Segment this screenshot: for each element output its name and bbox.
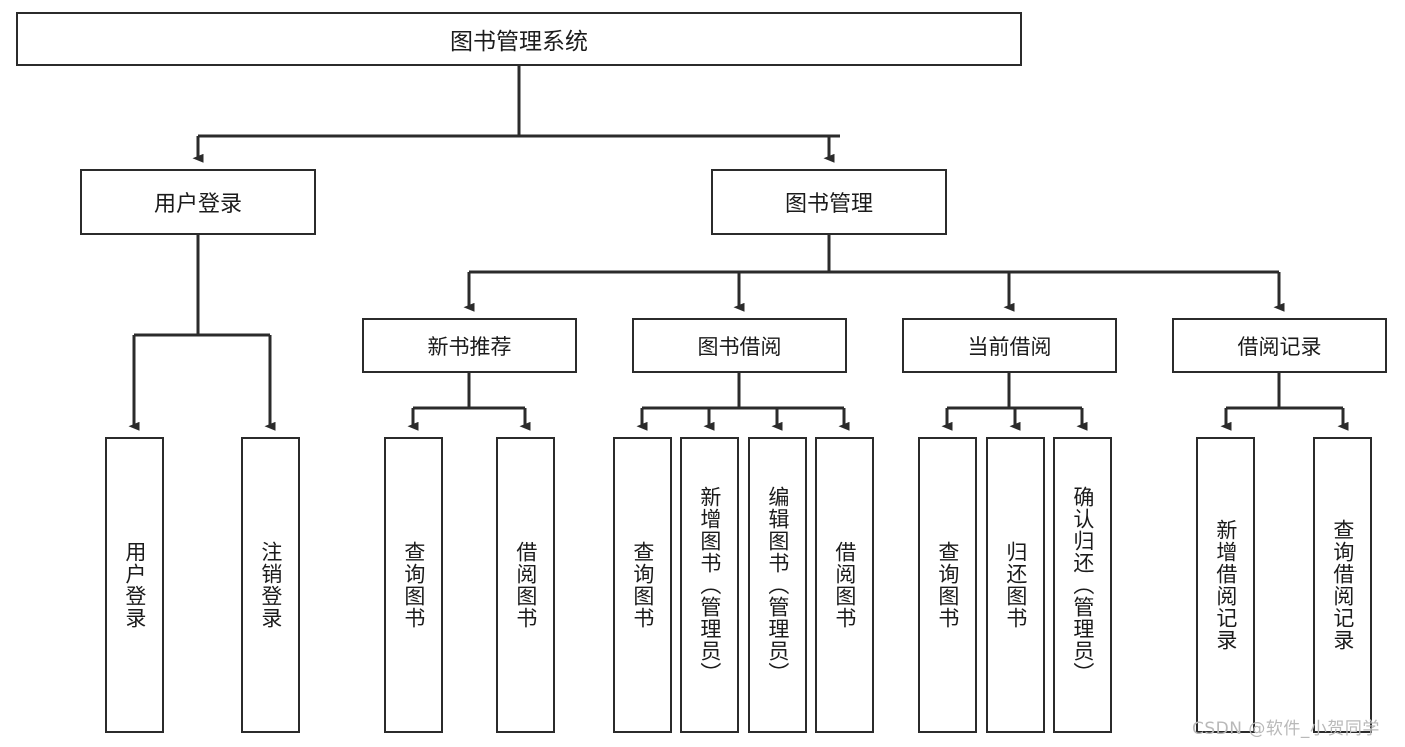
leaf-record-add-record[interactable]: 新增借阅记录 bbox=[1196, 437, 1255, 733]
leaf-label: 新增借阅记录 bbox=[1213, 519, 1238, 651]
node-current-borrow[interactable]: 当前借阅 bbox=[902, 318, 1117, 373]
leaf-borrow-edit-book-admin[interactable]: 编辑图书（管理员） bbox=[748, 437, 807, 733]
node-label: 图书借阅 bbox=[697, 334, 782, 359]
node-book-borrow[interactable]: 图书借阅 bbox=[632, 318, 847, 373]
node-label: 图书管理 bbox=[784, 192, 873, 217]
leaf-current-confirm-return-admin[interactable]: 确认归还（管理员） bbox=[1053, 437, 1112, 733]
leaf-label: 借阅图书 bbox=[832, 541, 857, 629]
leaf-current-query-book[interactable]: 查询图书 bbox=[918, 437, 977, 733]
leaf-user-login-logout[interactable]: 注销登录 bbox=[241, 437, 300, 733]
node-label: 借阅记录 bbox=[1237, 334, 1322, 359]
node-new-book-recommend[interactable]: 新书推荐 bbox=[362, 318, 577, 373]
leaf-label: 用户登录 bbox=[122, 541, 147, 629]
node-label: 用户登录 bbox=[153, 192, 242, 217]
leaf-label: 查询图书 bbox=[630, 541, 655, 629]
node-user-login[interactable]: 用户登录 bbox=[80, 169, 316, 235]
leaf-label: 确认归还（管理员） bbox=[1070, 486, 1095, 684]
leaf-label: 新增图书（管理员） bbox=[697, 486, 722, 684]
node-label: 当前借阅 bbox=[967, 334, 1052, 359]
leaf-current-return-book[interactable]: 归还图书 bbox=[986, 437, 1045, 733]
leaf-label: 查询图书 bbox=[935, 541, 960, 629]
leaf-label: 借阅图书 bbox=[513, 541, 538, 629]
node-label: 新书推荐 bbox=[427, 334, 512, 359]
leaf-recommend-query-book[interactable]: 查询图书 bbox=[384, 437, 443, 733]
node-label: 图书管理系统 bbox=[450, 29, 588, 55]
leaf-label: 查询图书 bbox=[401, 541, 426, 629]
node-root-system[interactable]: 图书管理系统 bbox=[16, 12, 1022, 66]
leaf-record-query-record[interactable]: 查询借阅记录 bbox=[1313, 437, 1372, 733]
leaf-borrow-query-book[interactable]: 查询图书 bbox=[613, 437, 672, 733]
leaf-label: 查询借阅记录 bbox=[1330, 519, 1355, 651]
node-borrow-record[interactable]: 借阅记录 bbox=[1172, 318, 1387, 373]
node-book-management[interactable]: 图书管理 bbox=[711, 169, 947, 235]
leaf-recommend-borrow-book[interactable]: 借阅图书 bbox=[496, 437, 555, 733]
leaf-label: 归还图书 bbox=[1003, 541, 1028, 629]
leaf-borrow-borrow-book[interactable]: 借阅图书 bbox=[815, 437, 874, 733]
leaf-user-login-login[interactable]: 用户登录 bbox=[105, 437, 164, 733]
leaf-label: 注销登录 bbox=[258, 541, 283, 629]
leaf-borrow-add-book-admin[interactable]: 新增图书（管理员） bbox=[680, 437, 739, 733]
leaf-label: 编辑图书（管理员） bbox=[765, 486, 790, 684]
